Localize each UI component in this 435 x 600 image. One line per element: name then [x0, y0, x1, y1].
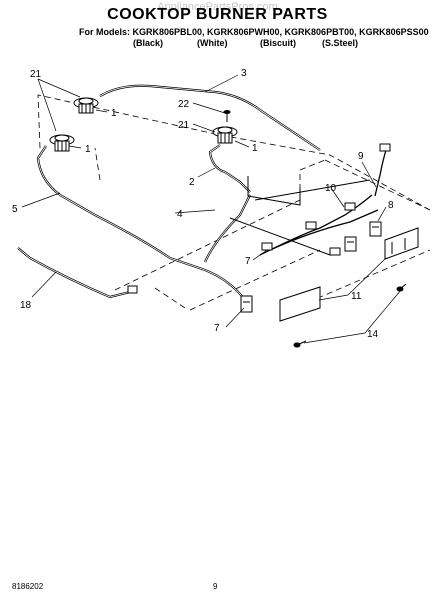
- wire-harness-part-9: [374, 149, 387, 197]
- watermark-text: AppliancePartsPros.com: [157, 1, 278, 13]
- igniter-switches: [261, 202, 356, 256]
- valve-part-7-lower: [240, 295, 253, 313]
- page-number: 9: [213, 582, 218, 591]
- callout-1-right: 1: [252, 143, 258, 154]
- manifold-frame: [229, 176, 371, 256]
- models-line: For Models: KGRK806PBL00, KGRK806PWH00, …: [79, 27, 429, 37]
- callout-2: 2: [189, 177, 195, 188]
- callout-8: 8: [388, 200, 394, 211]
- callout-11: 11: [351, 291, 362, 302]
- callout-21-right: 21: [178, 120, 190, 131]
- gas-tube-part-5: [36, 145, 246, 301]
- valve-part-8: [369, 221, 382, 237]
- callout-10: 10: [325, 183, 337, 194]
- valve-part-7-upper: [344, 236, 357, 252]
- page-title: COOKTOP BURNER PARTS: [107, 6, 328, 23]
- burner-head-left-front: [49, 134, 75, 152]
- burner-head-left-rear: [73, 97, 99, 114]
- callout-14: 14: [367, 329, 379, 340]
- wire-harness-part-10: [259, 194, 379, 256]
- gas-tube-part-2: [208, 144, 251, 193]
- callout-1-left-front: 1: [85, 144, 91, 155]
- burner-head-right: [212, 126, 238, 144]
- callout-9: 9: [358, 151, 364, 162]
- variant-black: (Black): [133, 38, 164, 48]
- callout-4: 4: [177, 209, 183, 220]
- callout-1-left-rear: 1: [111, 108, 117, 119]
- screw-part-22: [223, 110, 231, 122]
- callout-22: 22: [178, 99, 190, 110]
- bracket-part-11: [279, 227, 419, 322]
- callout-7-upper: 7: [245, 256, 251, 267]
- document-number: 8186202: [12, 582, 44, 591]
- gas-tube-part-18: [17, 247, 131, 299]
- callout-18: 18: [20, 300, 32, 311]
- leader-lines: [21, 74, 402, 344]
- gas-tube-part-3: [99, 84, 321, 151]
- variant-white: (White): [197, 38, 228, 48]
- variant-s-steel: (S.Steel): [322, 38, 359, 48]
- variant-biscuit: (Biscuit): [260, 38, 296, 48]
- callout-7-lower: 7: [214, 323, 220, 334]
- callout-21-left: 21: [30, 69, 42, 80]
- cooktop-outline-dashed: [37, 94, 431, 311]
- callout-5: 5: [12, 204, 18, 215]
- callout-3: 3: [241, 68, 247, 79]
